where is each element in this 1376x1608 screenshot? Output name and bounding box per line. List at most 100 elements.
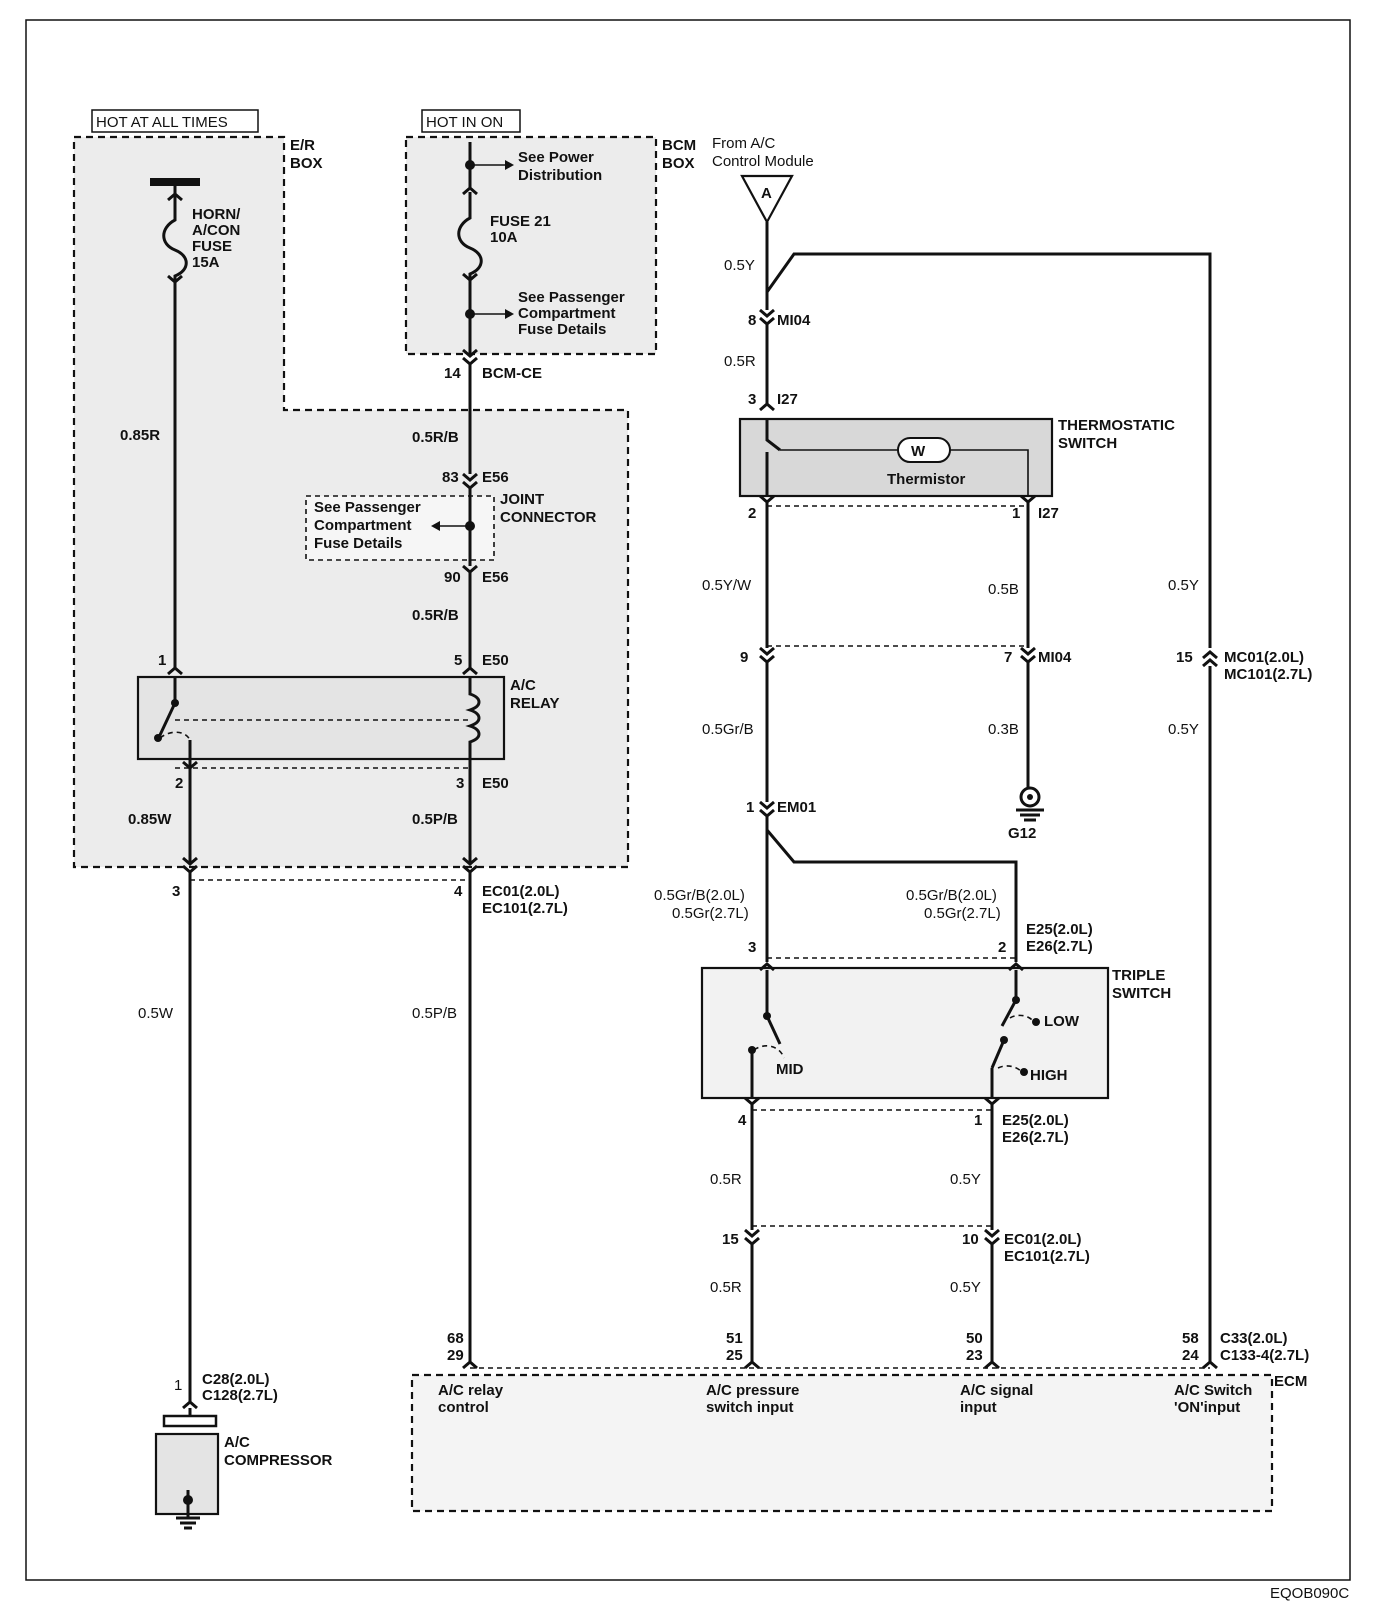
pins-p1-i27-label: 1 [1012,505,1020,522]
wires-w05r-3-label: 0.5R [710,1279,742,1296]
notes-see-pass-a1-label: See Passenger [518,289,625,306]
bcm-box-label: BCM [662,137,696,154]
wires-w085w-label: 0.85W [128,811,172,828]
boxes-high-label: HIGH [1030,1067,1068,1084]
compressor-clutch [162,1414,218,1428]
hot-at-all-times-label: HOT AT ALL TIMES [96,114,228,131]
boxes-compressor-1-label: A/C [224,1434,250,1451]
high-switch-contact [990,1039,1006,1069]
pins-p24-label: 24 [1182,1347,1199,1364]
notes-see-pass-b2-label: Compartment [314,517,412,534]
boxes-triple-1-label: TRIPLE [1112,967,1165,984]
notes-see-pass-b1-label: See Passenger [314,499,421,516]
ecm-box [412,1375,1272,1511]
bcm-box-label-2: BOX [662,155,695,172]
pins-p7-label: 7 [1004,649,1012,666]
ecm-inputs-switch-2-label: 'ON'input [1174,1399,1240,1416]
er-box-label: E/R [290,137,315,154]
connectors-ec101-b-label: EC101(2.7L) [1004,1248,1090,1265]
connectors-c128-label: C128(2.7L) [202,1387,278,1404]
boxes-triple-2-label: SWITCH [1112,985,1171,1002]
wires-w05y-3-label: 0.5Y [950,1171,981,1188]
pins-p90-label: 90 [444,569,461,586]
compressor-ground-icon [176,1516,200,1530]
connectors-c133-label: C133-4(2.7L) [1220,1347,1309,1364]
pins-p29-label: 29 [447,1347,464,1364]
pins-p51-label: 51 [726,1330,743,1347]
ecm-inputs-relay-1-label: A/C relay [438,1382,504,1399]
connectors-mc101-label: MC101(2.7L) [1224,666,1312,683]
pins-p15-mc-label: 15 [1176,649,1193,666]
triple-switch-box [700,966,1110,1100]
connectors-c33-label: C33(2.0L) [1220,1330,1288,1347]
connectors-e25-a-label: E25(2.0L) [1026,921,1093,938]
pins-p58-label: 58 [1182,1330,1199,1347]
battery-bus-bar [150,178,200,186]
boxes-compressor-2-label: COMPRESSOR [224,1452,333,1469]
connectors-e56-a-label: E56 [482,469,509,486]
wires-w05y-1-label: 0.5Y [724,257,755,274]
connectors-ec01-a-label: EC01(2.0L) [482,883,560,900]
pins-p2-i27-label: 2 [748,505,756,522]
pins-p50-label: 50 [966,1330,983,1347]
wires-w05grb-20-r-label: 0.5Gr/B(2.0L) [906,887,997,904]
wires-w05y-r1-label: 0.5Y [1168,577,1199,594]
connectors-bcm-ce-label: BCM-CE [482,365,542,382]
notes-from-ac-2-label: Control Module [712,153,814,170]
relay-contact [158,702,177,736]
wires-w05w-label: 0.5W [138,1005,174,1022]
ecm-inputs-pressure-1-label: A/C pressure [706,1382,799,1399]
connectors-em01-label: EM01 [777,799,816,816]
connectors-i27-a-label: I27 [777,391,798,408]
wires-w05rb-1-label: 0.5R/B [412,429,459,446]
boxes-joint-connector-1-label: JOINT [500,491,544,508]
hot-in-on-box [421,109,521,133]
connector-a-triangle [740,174,794,225]
pins-p68-label: 68 [447,1330,464,1347]
notes-conn-a-label: A [761,185,772,202]
ecm-inputs-signal-2-label: input [960,1399,997,1416]
boxes-ecm-label: ECM [1274,1373,1307,1390]
notes-from-ac-1-label: From A/C [712,135,776,152]
pins-p9-label: 9 [740,649,748,666]
boxes-low-label: LOW [1044,1013,1080,1030]
connectors-mi04-b-label: MI04 [1038,649,1072,666]
wires-w03b-label: 0.3B [988,721,1019,738]
pins-p83-label: 83 [442,469,459,486]
wires-w05r-1-label: 0.5R [724,353,756,370]
wires-w05pb-2-label: 0.5P/B [412,1005,457,1022]
notes-see-power-2-label: Distribution [518,167,602,184]
ecm-inputs-relay-2-label: control [438,1399,489,1416]
pins-p15-ec-label: 15 [722,1231,739,1248]
pins-p2-relay-label: 2 [175,775,183,792]
wires-w05grb-label: 0.5Gr/B [702,721,754,738]
er-box-outline [72,135,630,869]
connectors-e50-a-label: E50 [482,652,509,669]
wires-w05grb-20-l-label: 0.5Gr/B(2.0L) [654,887,745,904]
fuses-fuse21-2-label: 10A [490,229,518,246]
bcm-box [406,137,656,354]
wires-w05y-r2-label: 0.5Y [1168,721,1199,738]
pins-p1-ts-label: 1 [974,1112,982,1129]
er-box-label-2: BOX [290,155,323,172]
boxes-thermostatic-2-label: SWITCH [1058,435,1117,452]
wire-05gr-branch [765,816,1018,962]
fuses-horn-1-label: HORN/ [192,206,241,223]
pins-p3-i27-label: 3 [748,391,756,408]
pins-p1-relay-label: 1 [158,652,166,669]
wires-w05pb-1-label: 0.5P/B [412,811,458,828]
wires-w05r-2-label: 0.5R [710,1171,742,1188]
joint-connector-outline [305,495,495,561]
ecm-inputs-switch-1-label: A/C Switch [1174,1382,1252,1399]
pins-p25-label: 25 [726,1347,743,1364]
wire-label-085r: 0.85R [120,427,160,444]
pins-p5-relay-label: 5 [454,652,462,669]
boxes-thermistor-label: Thermistor [887,471,966,488]
fuses-horn-4-label: 15A [192,254,220,271]
joint-connector-box [306,496,494,560]
connectors-g12-label: G12 [1008,825,1036,842]
wires-w05gr-27-r-label: 0.5Gr(2.7L) [924,905,1001,922]
connectors-mc01-label: MC01(2.0L) [1224,649,1304,666]
notes-see-pass-a2-label: Compartment [518,305,616,322]
